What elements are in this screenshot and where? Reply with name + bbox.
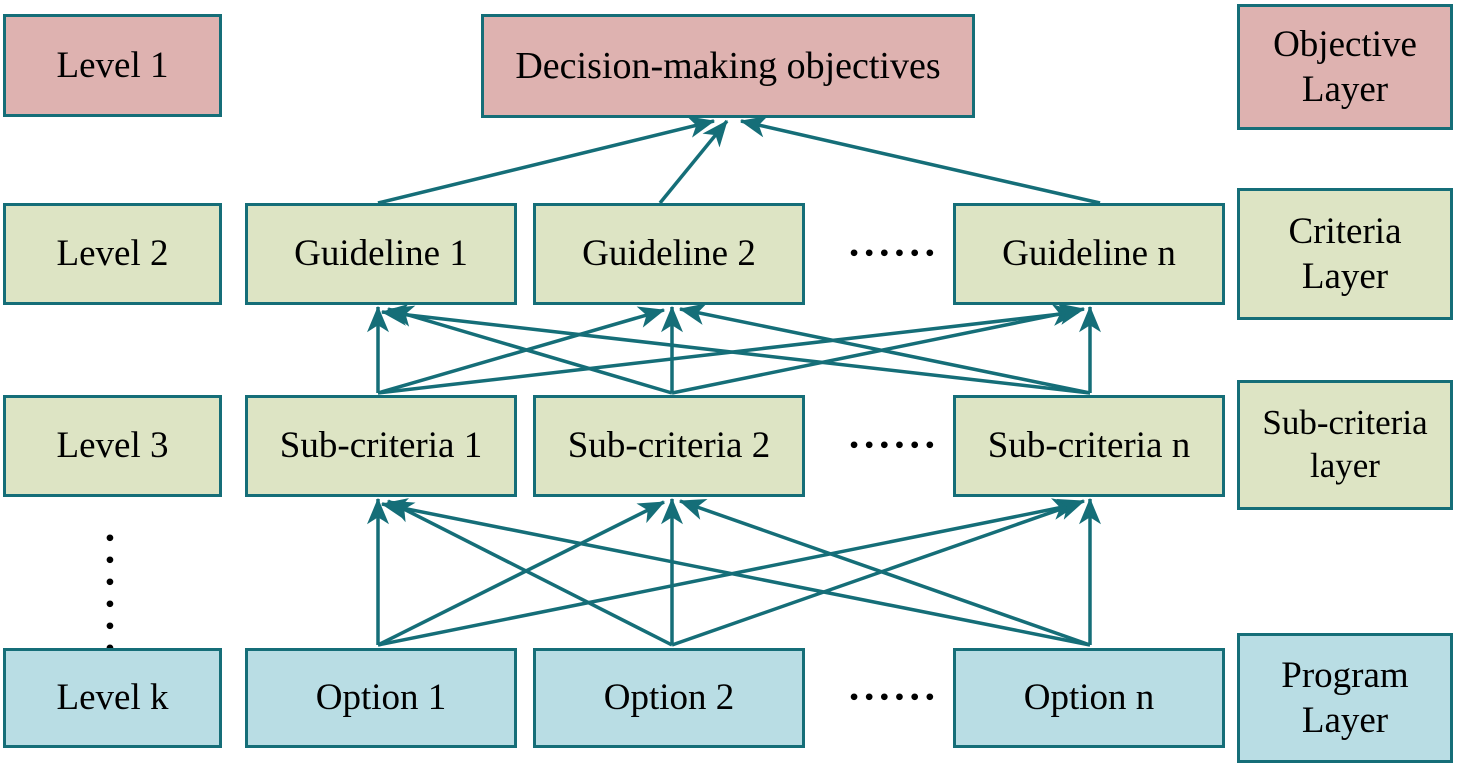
vertical-ellipsis: •••••• xyxy=(99,528,121,660)
label-objective-layer-line1: Objective xyxy=(1273,23,1417,65)
node-subcriteria-n: Sub-criteria n xyxy=(953,395,1225,497)
edge-subn-guideline2 xyxy=(678,303,1091,395)
label-program-layer: Program Layer xyxy=(1237,633,1453,763)
edge-sub2-guideline1 xyxy=(386,305,673,395)
label-objective-layer: Objective Layer xyxy=(1237,4,1453,130)
edge-guideline2-objective xyxy=(658,119,729,205)
node-subcriteria-2-label: Sub-criteria 2 xyxy=(567,425,771,467)
node-level-2-label: Level 2 xyxy=(56,233,169,275)
node-level-2: Level 2 xyxy=(3,203,222,305)
options-row-ellipsis: •••••• xyxy=(848,687,939,709)
edge-guidelinen-objective xyxy=(739,115,1101,205)
edge-subn-guideline1 xyxy=(380,303,1091,395)
node-guideline-n: Guideline n xyxy=(953,203,1225,305)
edge-optionn-sub2 xyxy=(678,499,1091,647)
node-option-2-label: Option 2 xyxy=(603,677,735,719)
node-level-3: Level 3 xyxy=(3,395,222,497)
node-decision-objectives: Decision-making objectives xyxy=(481,14,975,118)
label-program-layer-line1: Program xyxy=(1281,654,1409,696)
node-decision-objectives-label: Decision-making objectives xyxy=(515,44,941,87)
node-guideline-2: Guideline 2 xyxy=(533,203,805,305)
subcriteria-row-ellipsis: •••••• xyxy=(848,435,939,457)
label-subcriteria-layer-line2: layer xyxy=(1310,446,1380,485)
node-level-k-label: Level k xyxy=(56,677,169,719)
node-guideline-1-label: Guideline 1 xyxy=(294,233,468,275)
node-option-n-label: Option n xyxy=(1023,677,1155,719)
edge-option1-subn xyxy=(377,498,1080,647)
label-criteria-layer-line1: Criteria xyxy=(1288,210,1402,252)
edge-optionn-sub1 xyxy=(380,498,1091,647)
criteria-row-ellipsis: •••••• xyxy=(848,243,939,265)
node-guideline-n-label: Guideline n xyxy=(1002,233,1176,275)
label-subcriteria-layer: Sub-criteria layer xyxy=(1237,380,1453,510)
edge-guideline1-objective xyxy=(377,116,716,205)
edge-option2-subn xyxy=(671,498,1086,647)
node-level-3-label: Level 3 xyxy=(56,425,169,467)
edge-sub2-guidelinen xyxy=(671,303,1086,395)
node-level-1-label: Level 1 xyxy=(56,44,169,86)
node-option-n: Option n xyxy=(953,648,1225,748)
node-guideline-2-label: Guideline 2 xyxy=(582,233,756,275)
edge-option1-sub2 xyxy=(377,500,665,647)
node-subcriteria-1: Sub-criteria 1 xyxy=(245,395,517,497)
node-option-1: Option 1 xyxy=(245,648,517,748)
node-subcriteria-2: Sub-criteria 2 xyxy=(533,395,805,497)
label-criteria-layer-line2: Layer xyxy=(1301,256,1389,297)
label-subcriteria-layer-line1: Sub-criteria xyxy=(1262,403,1428,443)
node-guideline-1: Guideline 1 xyxy=(245,203,517,305)
node-option-2: Option 2 xyxy=(533,648,805,748)
node-subcriteria-n-label: Sub-criteria n xyxy=(987,425,1191,467)
node-subcriteria-1-label: Sub-criteria 1 xyxy=(279,425,483,467)
label-criteria-layer: Criteria Layer xyxy=(1237,188,1453,320)
node-option-1-label: Option 1 xyxy=(315,677,447,719)
label-objective-layer-line2: Layer xyxy=(1301,69,1389,110)
node-level-1: Level 1 xyxy=(3,14,222,117)
edge-sub1-guideline2 xyxy=(377,306,666,395)
node-level-k: Level k xyxy=(3,648,222,748)
edge-sub1-guidelinen xyxy=(377,303,1080,395)
edge-option2-sub1 xyxy=(387,499,673,647)
label-program-layer-line2: Layer xyxy=(1301,700,1389,741)
